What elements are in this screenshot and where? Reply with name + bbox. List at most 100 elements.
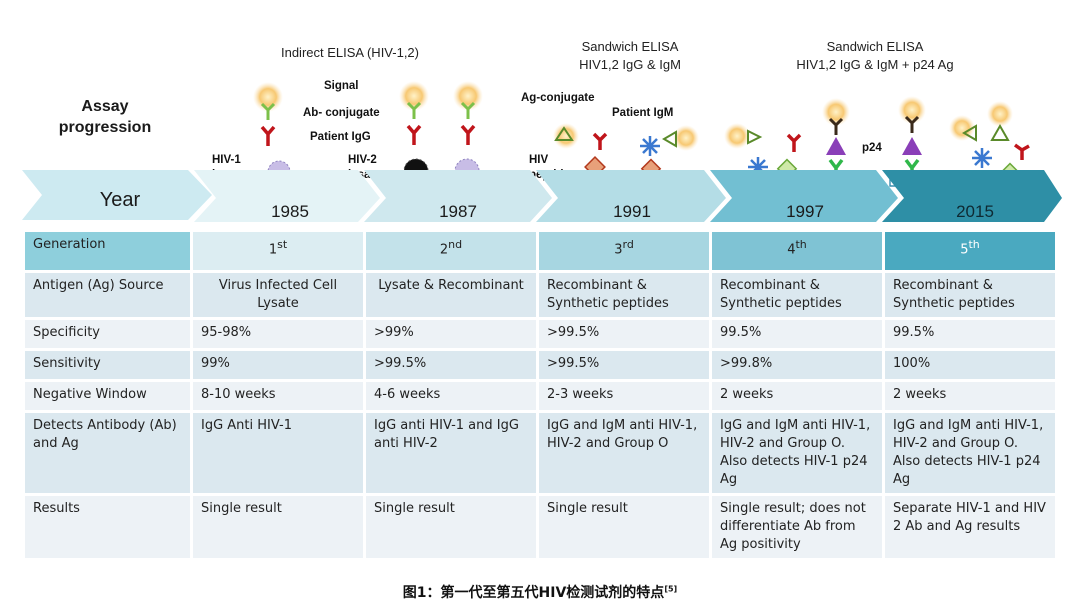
row-label: Specificity bbox=[25, 320, 190, 348]
sandwich-1997-line1: Sandwich ELISA bbox=[826, 39, 924, 54]
table-cell: >99.5% bbox=[539, 351, 709, 379]
signal-icon bbox=[553, 123, 579, 149]
year-arrow-1997 bbox=[710, 170, 898, 222]
signal-icon bbox=[253, 82, 283, 112]
table-cell: 4-6 weeks bbox=[366, 382, 536, 410]
patient-igm-label: Patient IgM bbox=[612, 107, 674, 119]
table-cell: IgG and IgM anti HIV-1, HIV-2 and Group … bbox=[539, 413, 709, 493]
generation-2: 2nd bbox=[366, 232, 536, 270]
table-cell: 100% bbox=[885, 351, 1055, 379]
table-row: Results Single result Single result Sing… bbox=[25, 496, 1055, 558]
table-cell: 8-10 weeks bbox=[193, 382, 363, 410]
sandwich-1991-line1: Sandwich ELISA bbox=[581, 39, 679, 54]
table-cell: IgG anti HIV-1 and IgG anti HIV-2 bbox=[366, 413, 536, 493]
sandwich-elisa-1997-label: Sandwich ELISA HIV1,2 IgG & IgM + p24 Ag bbox=[760, 38, 990, 74]
generation-3: 3rd bbox=[539, 232, 709, 270]
ab-conjugate-icon bbox=[460, 101, 476, 119]
table-cell: >99% bbox=[366, 320, 536, 348]
table-cell: >99.5% bbox=[539, 320, 709, 348]
year-arrow-label bbox=[22, 170, 212, 220]
year-timeline bbox=[22, 170, 1062, 222]
table-cell: Single result; does not differentiate Ab… bbox=[712, 496, 882, 558]
year-arrow-1987 bbox=[364, 170, 552, 222]
table-cell: Recombinant & Synthetic peptides bbox=[885, 273, 1055, 317]
year-1991: 1991 bbox=[613, 202, 651, 221]
table-cell: Recombinant & Synthetic peptides bbox=[712, 273, 882, 317]
table-cell: IgG and IgM anti HIV-1, HIV-2 and Group … bbox=[712, 413, 882, 493]
p24-label: p24 bbox=[862, 142, 882, 154]
ab-conjugate-icon bbox=[828, 117, 844, 135]
table-cell: Single result bbox=[193, 496, 363, 558]
table-cell: 2 weeks bbox=[885, 382, 1055, 410]
assay-progression-label: Assay progression bbox=[58, 98, 152, 136]
signal-icon bbox=[673, 125, 699, 151]
table-cell: 95-98% bbox=[193, 320, 363, 348]
ab-conjugate-icon bbox=[904, 115, 920, 133]
ag-conjugate-label: Ag-conjugate bbox=[521, 92, 595, 104]
table-cell: Single result bbox=[366, 496, 536, 558]
ab-conjugate-icon bbox=[260, 102, 276, 120]
generation-label: Generation bbox=[25, 232, 190, 270]
row-label: Sensitivity bbox=[25, 351, 190, 379]
patient-igm-icon bbox=[972, 148, 992, 168]
generation-5: 5th bbox=[885, 232, 1055, 270]
year-1985: 1985 bbox=[271, 202, 309, 221]
table-row: Negative Window 8-10 weeks 4-6 weeks 2-3… bbox=[25, 382, 1055, 410]
signal-icon bbox=[822, 98, 850, 126]
generation-1: 1st bbox=[193, 232, 363, 270]
table-cell: IgG and IgM anti HIV-1, HIV-2 and Group … bbox=[885, 413, 1055, 493]
generation-4: 4th bbox=[712, 232, 882, 270]
ag-conjugate-icon bbox=[990, 123, 1010, 141]
hiv-peptide-line1: HIV bbox=[529, 154, 549, 166]
sandwich-1991-line2: HIV1,2 IgG & IgM bbox=[579, 57, 681, 72]
row-label: Detects Antibody (Ab) and Ag bbox=[25, 413, 190, 493]
year-1987: 1987 bbox=[439, 202, 477, 221]
ab-conjugate-icon bbox=[406, 101, 422, 119]
table-cell: Virus Infected Cell Lysate bbox=[193, 273, 363, 317]
hiv2-lysate-line1: HIV-2 bbox=[348, 154, 377, 166]
ab-conjugate-label: Ab- conjugate bbox=[303, 107, 380, 119]
sandwich-1997-line2: HIV1,2 IgG & IgM + p24 Ag bbox=[796, 57, 954, 72]
signal-icon bbox=[399, 81, 429, 111]
table-cell: Recombinant & Synthetic peptides bbox=[539, 273, 709, 317]
patient-igm-icon bbox=[640, 136, 660, 156]
row-label: Antigen (Ag) Source bbox=[25, 273, 190, 317]
table-cell: 99.5% bbox=[885, 320, 1055, 348]
indirect-elisa-label: Indirect ELISA (HIV-1,2) bbox=[280, 45, 419, 60]
year-arrow-1985 bbox=[194, 170, 380, 222]
table-cell: Lysate & Recombinant bbox=[366, 273, 536, 317]
ag-conjugate-icon bbox=[662, 130, 677, 148]
patient-igg-icon bbox=[1013, 143, 1030, 160]
signal-label: Signal bbox=[324, 80, 359, 92]
row-label: Results bbox=[25, 496, 190, 558]
ag-conjugate-icon bbox=[962, 124, 977, 142]
table-row: Specificity 95-98% >99% >99.5% 99.5% 99.… bbox=[25, 320, 1055, 348]
patient-igg-label: Patient IgG bbox=[310, 131, 371, 143]
year-arrow-1991 bbox=[536, 170, 726, 222]
table-cell: 99% bbox=[193, 351, 363, 379]
caption-text: 图1：第一代至第五代HIV检测试剂的特点 bbox=[402, 585, 665, 601]
table-cell: 99.5% bbox=[712, 320, 882, 348]
patient-igm-icon bbox=[748, 157, 768, 177]
p24-antigen-icon bbox=[902, 137, 922, 155]
generation-header-row: Generation 1st 2nd 3rd 4th 5th bbox=[25, 232, 1055, 270]
ag-conjugate-icon bbox=[747, 129, 763, 145]
signal-icon bbox=[724, 123, 750, 149]
table-cell: Single result bbox=[539, 496, 709, 558]
figure-caption: 图1：第一代至第五代HIV检测试剂的特点[5] bbox=[0, 582, 1080, 602]
table-cell: 2-3 weeks bbox=[539, 382, 709, 410]
sandwich-elisa-1991-label: Sandwich ELISA HIV1,2 IgG & IgM bbox=[540, 38, 720, 74]
signal-icon bbox=[987, 101, 1013, 127]
table-row: Detects Antibody (Ab) and Ag IgG Anti HI… bbox=[25, 413, 1055, 493]
signal-icon bbox=[898, 96, 926, 124]
ag-conjugate-icon bbox=[554, 126, 574, 141]
patient-igg-icon bbox=[786, 133, 802, 152]
year-label: Year bbox=[99, 189, 141, 211]
generation-comparison-table: Generation 1st 2nd 3rd 4th 5th Antigen (… bbox=[22, 229, 1058, 561]
p24-antigen-icon bbox=[826, 137, 846, 155]
row-label: Negative Window bbox=[25, 382, 190, 410]
signal-icon bbox=[453, 81, 483, 111]
table-row: Antigen (Ag) Source Virus Infected Cell … bbox=[25, 273, 1055, 317]
patient-igg-icon bbox=[460, 124, 476, 145]
table-cell: >99.8% bbox=[712, 351, 882, 379]
